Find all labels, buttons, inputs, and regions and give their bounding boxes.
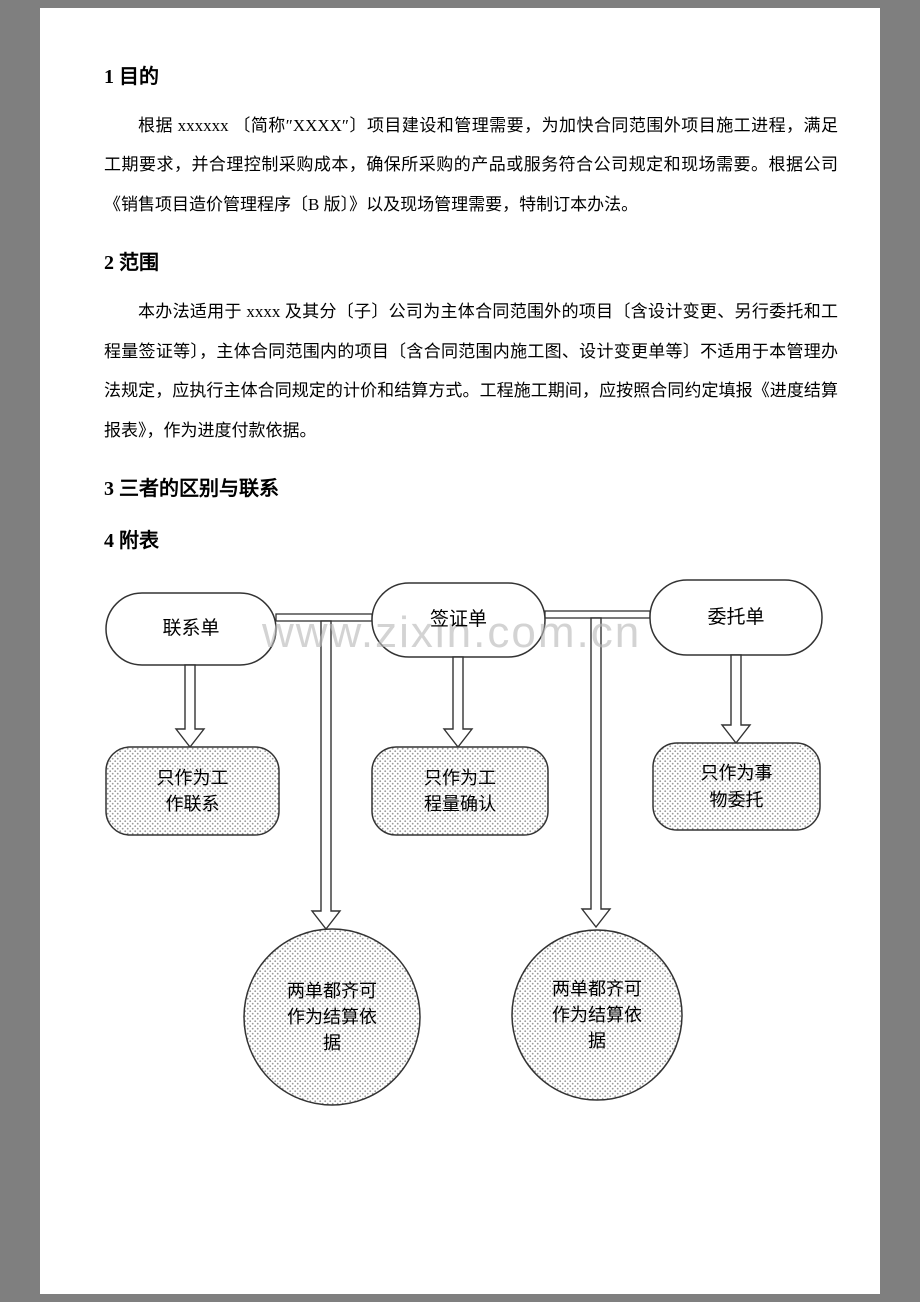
node-delegate-sheet [649, 579, 823, 656]
paragraph-purpose: 根据 xxxxxx 〔简称″XXXX″〕项目建设和管理需要，为加快合同范围外项目… [104, 116, 838, 214]
heading-purpose: 1 目的 [104, 66, 159, 88]
arrow-visa-down [442, 656, 474, 749]
outcome-contact-box [105, 746, 280, 836]
paragraph-scope: 本办法适用于 xxxx 及其分〔子〕公司为主体合同范围外的项目〔含设计变更、另行… [104, 302, 838, 440]
section-scope: 2 范围 本办法适用于 xxxx 及其分〔子〕公司为主体合同范围外的项目〔含设计… [104, 250, 838, 450]
node-visa-sheet [371, 582, 546, 658]
settlement-circle-right [511, 929, 683, 1101]
section-appendix: 4 附表 [104, 528, 838, 554]
heading-appendix: 4 附表 [104, 530, 159, 553]
node-contact-sheet [105, 592, 277, 666]
arrow-to-settlement-left [310, 620, 342, 931]
diagram-canvas [105, 579, 823, 1106]
document-page: 1 目的 根据 xxxxxx 〔简称″XXXX″〕项目建设和管理需要，为加快合同… [40, 8, 880, 1294]
connector-visa-delegate [544, 610, 651, 619]
outcome-delegate-box [652, 742, 821, 831]
arrow-to-settlement-right [580, 617, 612, 929]
connector-contact-visa [275, 613, 373, 622]
relationship-diagram: www.zixin.com.cn 联系单 签证单 委托单 只作为工作联系 只作为… [104, 570, 838, 1118]
section-differences: 3 三者的区别与联系 [104, 476, 838, 502]
arrow-contact-down [174, 664, 206, 749]
arrow-delegate-down [720, 654, 752, 745]
outcome-visa-box [371, 746, 549, 836]
heading-differences: 3 三者的区别与联系 [104, 478, 279, 501]
settlement-circle-left [243, 928, 421, 1106]
section-purpose: 1 目的 根据 xxxxxx 〔简称″XXXX″〕项目建设和管理需要，为加快合同… [104, 64, 838, 224]
heading-scope: 2 范围 [104, 252, 159, 275]
